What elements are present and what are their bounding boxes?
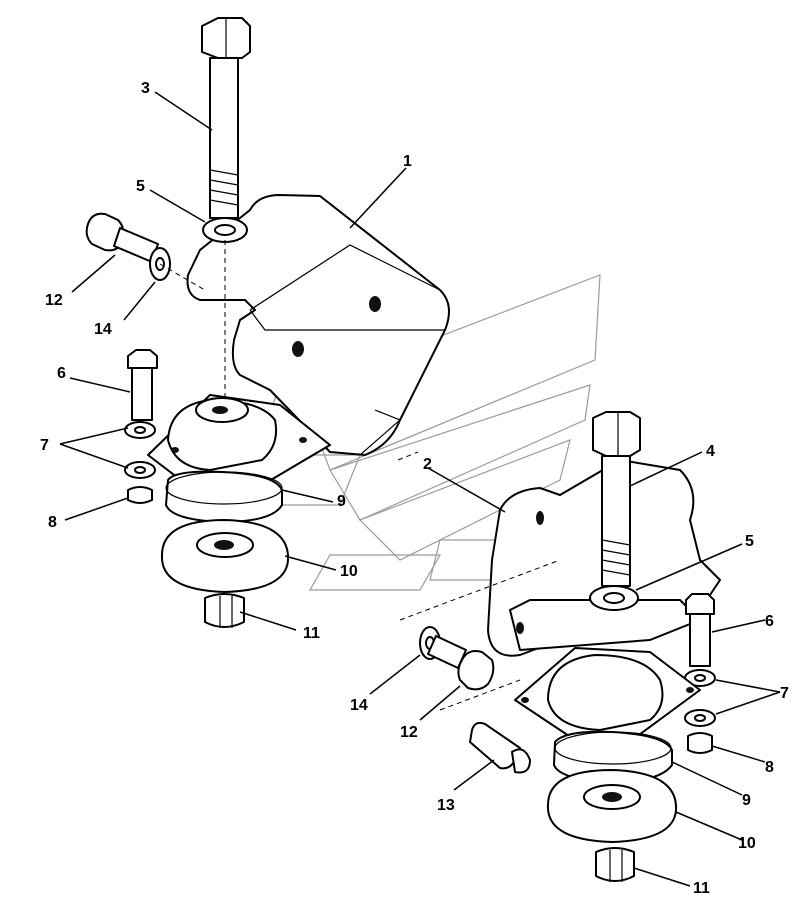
bolt-12-right <box>427 635 495 691</box>
callout-labels: 1 2 3 4 5 5 6 6 7 7 8 8 9 9 10 10 11 11 … <box>40 80 789 897</box>
screw-13 <box>469 721 531 774</box>
washers-7-right <box>684 669 716 727</box>
washers-7-left <box>124 421 156 479</box>
bolt-6-left <box>127 349 158 421</box>
callout-4: 4 <box>706 443 715 460</box>
bolt-6-right <box>685 593 715 667</box>
nut-8-left <box>127 486 153 504</box>
callout-12-right: 12 <box>400 724 418 741</box>
callout-5-right: 5 <box>745 533 754 550</box>
callout-7-right: 7 <box>780 685 789 702</box>
callout-13: 13 <box>437 797 455 814</box>
callout-11-right: 11 <box>693 880 710 897</box>
callout-9-left: 9 <box>337 493 346 510</box>
callout-9-right: 9 <box>742 792 751 809</box>
nut-8-right <box>687 732 713 754</box>
callout-1: 1 <box>403 153 412 170</box>
washer-5-right <box>589 585 639 611</box>
callout-14-right: 14 <box>350 697 368 714</box>
callout-2: 2 <box>423 456 432 473</box>
callout-7-left: 7 <box>40 437 49 454</box>
callout-11-left: 11 <box>303 625 320 642</box>
rubber-mount-9-left <box>147 394 331 523</box>
callout-8-left: 8 <box>48 514 57 531</box>
callout-6-right: 6 <box>765 613 774 630</box>
callout-10-right: 10 <box>738 835 756 852</box>
rebound-washer-10-left <box>160 519 290 593</box>
washer-5-left <box>202 217 248 243</box>
callout-3: 3 <box>141 80 150 97</box>
callout-5-left: 5 <box>136 178 145 195</box>
bracket-1 <box>186 194 450 456</box>
long-bolt-3 <box>201 17 251 219</box>
callout-14-left: 14 <box>94 321 112 338</box>
nut-11-left <box>204 593 245 628</box>
rubber-mount-9-right <box>514 647 701 783</box>
callout-12-left: 12 <box>45 292 63 309</box>
watermark-logo <box>229 274 601 591</box>
callout-6-left: 6 <box>57 365 66 382</box>
rebound-washer-10-right <box>546 769 678 843</box>
long-bolt-4 <box>592 411 641 587</box>
callout-8-right: 8 <box>765 759 774 776</box>
callout-10-left: 10 <box>340 563 358 580</box>
bolt-12-left <box>85 212 159 263</box>
leader-lines <box>59 91 781 887</box>
nut-11-right <box>595 847 635 882</box>
